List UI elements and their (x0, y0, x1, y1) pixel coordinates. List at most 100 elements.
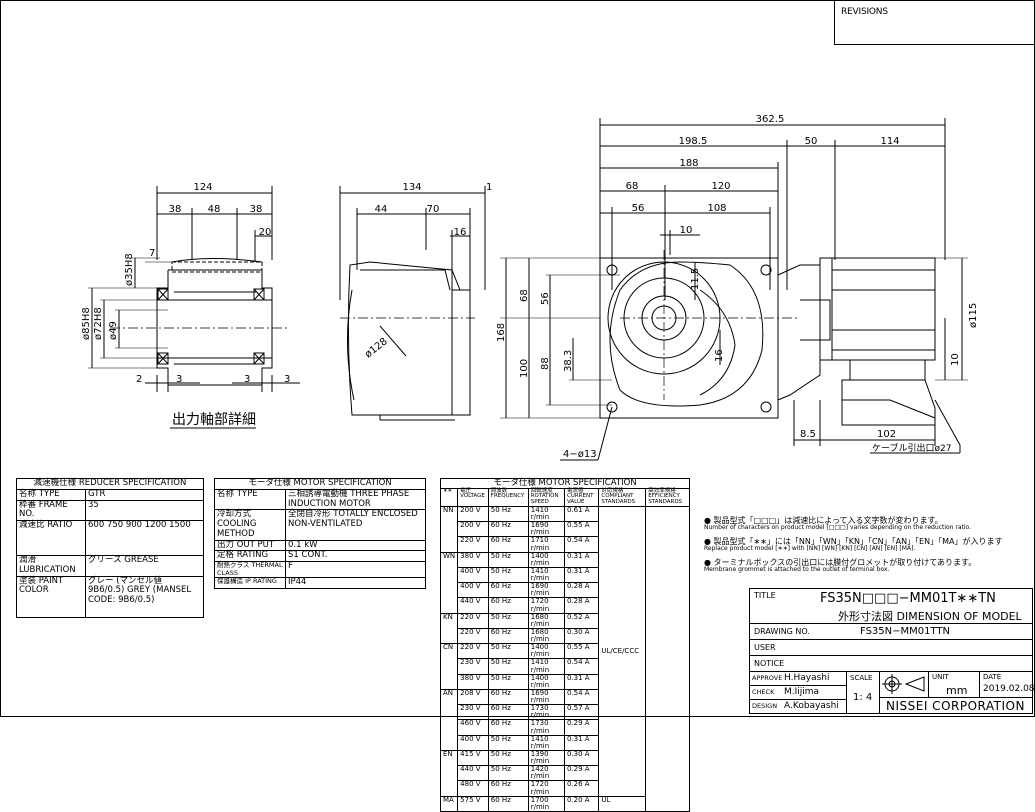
reducer-frame-key: 枠番 FRAME NO. (16, 499, 86, 522)
col-code: ∗∗ (439, 487, 459, 507)
row-speed: 1690 r/min (527, 688, 565, 706)
row-voltage: 220 V (457, 612, 489, 629)
row-voltage: 208 V (457, 688, 489, 706)
row-frequency: 60 Hz (487, 582, 529, 599)
row-speed: 1710 r/min (527, 536, 565, 553)
row-voltage: 440 V (457, 765, 489, 782)
dim-3-b: 3 (244, 374, 250, 385)
revisions-label: REVISIONS (841, 7, 888, 17)
date-cell: DATE 2019.02.08 (979, 671, 1035, 698)
dim-2: 2 (136, 374, 142, 385)
dim-48: 48 (208, 204, 221, 215)
notes: ● 製品型式「□□□」は減速比によって入る文字数が変わります。Number of… (704, 516, 1029, 579)
projection-cell (879, 671, 929, 698)
row-voltage: 230 V (457, 658, 489, 675)
note-3-jp: ● ターミナルボックスの引出口には膜付グロメットが取り付けてあります。 (704, 558, 977, 568)
row-current: 0.52 A (563, 612, 600, 629)
dim-188: 188 (679, 158, 698, 169)
row-voltage: 480 V (457, 780, 489, 797)
row-current: 0.55 A (563, 643, 600, 660)
row-voltage: 400 V (457, 566, 489, 584)
dimension-drawing: 124 38 48 38 20 ø35H8 7 ø85H8 ø72H8 ø49 … (81, 114, 979, 461)
approve-name: H.Hayashi (784, 673, 830, 683)
row-speed: 1720 r/min (527, 597, 565, 614)
row-frequency: 60 Hz (487, 704, 529, 721)
motor-rating-key: 定格 RATING (214, 550, 286, 563)
row-speed: 1410 r/min (527, 505, 565, 523)
drawing-subtitle: 外形寸法図 DIMENSION OF MODEL (838, 610, 1022, 623)
dim-68-v: 68 (519, 289, 530, 302)
design-label: DESIGN (752, 702, 778, 710)
row-current: 0.54 A (563, 536, 600, 553)
row-current: 0.54 A (563, 688, 600, 706)
unit-value: mm (946, 684, 968, 697)
motor-ip-key: 保護構造 IP RATING (214, 577, 286, 589)
scale-cell: SCALE 1: 4 (846, 671, 880, 714)
dim-108: 108 (707, 203, 726, 214)
row-frequency: 50 Hz (487, 658, 529, 675)
voltage-code: NN (439, 505, 459, 553)
row-voltage: 380 V (457, 551, 489, 568)
motor-voltage-title: モータ仕様 MOTOR SPECIFICATION (440, 478, 690, 489)
row-current: 0.55 A (563, 521, 600, 538)
row-frequency: 60 Hz (487, 536, 529, 553)
voltage-code: AN (439, 688, 459, 751)
dim-362-5: 362.5 (756, 114, 785, 125)
standards-ul: UL (598, 795, 647, 812)
row-frequency: 50 Hz (487, 612, 529, 629)
row-frequency: 50 Hz (487, 734, 529, 751)
row-voltage: 400 V (457, 582, 489, 599)
dim-49: ø49 (108, 321, 119, 340)
model-code: FS35N□□□−MM01T∗∗TN (820, 591, 996, 606)
unit-cell: UNIT mm (928, 671, 980, 698)
note-1: ● 製品型式「□□□」は減速比によって入る文字数が変わります。Number of… (704, 516, 1029, 532)
row-speed: 1400 r/min (527, 551, 565, 568)
voltage-code: KN (439, 612, 459, 645)
dim-38-3: 38.3 (563, 350, 574, 372)
title-block: TITLE FS35N□□□−MM01T∗∗TN 外形寸法図 DIMENSION… (749, 588, 1035, 714)
dim-85h8: ø85H8 (81, 307, 92, 340)
row-current: 0.28 A (563, 582, 600, 599)
row-voltage: 230 V (457, 704, 489, 721)
row-current: 0.29 A (563, 765, 600, 782)
scale-label: SCALE (850, 674, 873, 682)
row-frequency: 50 Hz (487, 551, 529, 568)
motor-type-value: 三相誘導電動機 THREE PHASE INDUCTION MOTOR (285, 488, 426, 511)
row-voltage: 220 V (457, 536, 489, 553)
output-shaft-label: 出力軸部詳細 (172, 412, 256, 428)
reducer-lube-value: グリース GREASE (85, 555, 204, 577)
user-cell: USER (749, 639, 1033, 656)
note-3-en: Membrane grommet is attached to the outl… (704, 566, 890, 574)
col-standards: 対応規格 COMPLIANT STANDARDS (598, 487, 647, 507)
row-current: 0.57 A (563, 704, 600, 721)
row-voltage: 220 V (457, 643, 489, 660)
row-speed: 1680 r/min (527, 612, 565, 629)
user-label: USER (754, 643, 776, 652)
motor-cooling-value: 全閉自冷形 TOTALLY ENCLOSED NON-VENTILATED (285, 509, 426, 541)
col-voltage: 電圧 VOLTAGE (457, 487, 489, 507)
row-current: 0.54 A (563, 658, 600, 675)
dim-100: 100 (519, 359, 530, 378)
row-frequency: 60 Hz (487, 719, 529, 736)
dim-56-v: 56 (540, 292, 551, 305)
row-speed: 1690 r/min (527, 582, 565, 599)
row-voltage: 575 V (457, 795, 489, 812)
row-voltage: 200 V (457, 505, 489, 523)
note-2-en: Replace product model [∗∗] with [NN] [WN… (704, 545, 916, 553)
row-current: 0.29 A (563, 719, 600, 736)
row-current: 0.28 A (563, 597, 600, 614)
reducer-ratio-value: 600 750 900 1200 1500 (85, 520, 204, 557)
notice-label: NOTICE (754, 659, 785, 668)
motor-thermal-key: 耐熱クラス THERMAL CLASS (214, 561, 286, 579)
row-voltage: 440 V (457, 597, 489, 614)
row-speed: 1410 r/min (527, 734, 565, 751)
dim-50: 50 (805, 136, 818, 147)
motor-type-key: 名称 TYPE (214, 488, 286, 511)
row-voltage: 380 V (457, 673, 489, 690)
row-current: 0.61 A (563, 505, 600, 523)
title-cell: TITLE FS35N□□□−MM01T∗∗TN 外形寸法図 DIMENSION… (749, 588, 1033, 624)
